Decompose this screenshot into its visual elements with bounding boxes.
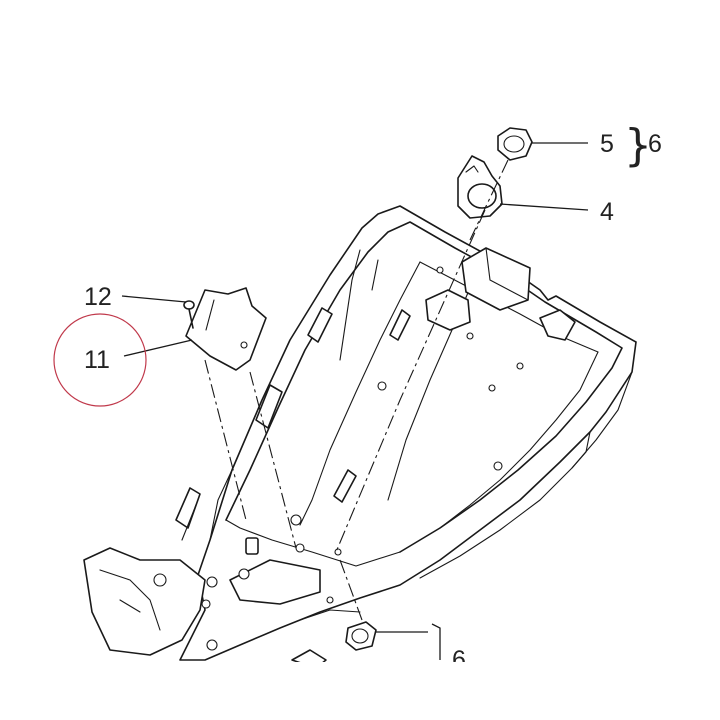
hex-nut-part-5 <box>497 127 533 161</box>
callout-11: 11 <box>84 346 110 374</box>
assembly-centerlines <box>204 159 509 621</box>
callout-6-top: 6 <box>648 130 662 158</box>
bottom-crop-mask <box>0 662 720 720</box>
floor-panel <box>83 205 637 669</box>
brace-top: } <box>624 120 652 171</box>
bracket-part-4 <box>457 155 503 219</box>
fitting-part-6-lower <box>345 621 377 651</box>
callout-5: 5 <box>600 130 614 158</box>
cover-plate-part-11 <box>185 287 267 371</box>
callout-12: 12 <box>84 283 112 311</box>
leader-lines <box>121 142 589 633</box>
screw-part-12 <box>183 300 195 329</box>
callout-4: 4 <box>600 198 614 226</box>
highlight-circle <box>53 313 147 407</box>
bracket-bottom <box>431 623 441 660</box>
